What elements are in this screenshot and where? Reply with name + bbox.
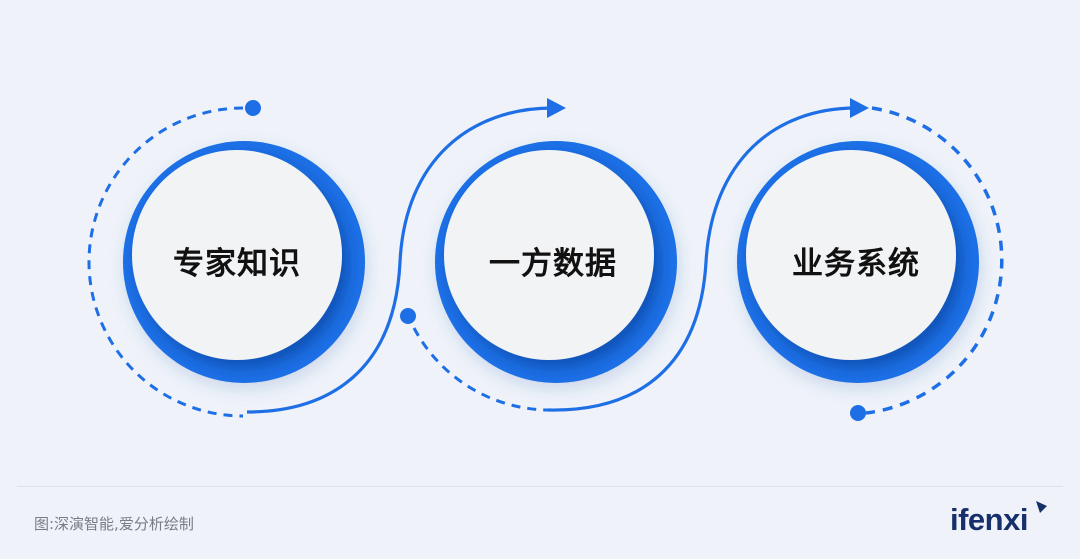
node-2 [435,141,677,383]
node3-dashed-connector [850,106,1004,421]
connector-2-3 [547,98,869,412]
arrow-right-icon [547,98,566,118]
diagram-canvas [87,98,1004,421]
node2-dashed-connector [400,308,549,412]
logo-text: ifenxi [950,502,1028,537]
flow-diagram: 专家知识 一方数据 业务系统 [87,98,1004,421]
node1-connector [87,100,261,418]
dot-icon [400,308,416,324]
node-1 [123,141,365,383]
footer-divider [17,486,1063,487]
connector-1-2 [246,98,566,414]
node-label-business-systems: 业务系统 [792,246,920,282]
ifenxi-logo: ifenxi [950,501,1047,538]
node-label-expert-knowledge: 专家知识 [173,246,301,282]
start-dot-icon [245,100,261,116]
source-caption: 图:深演智能,爱分析绘制 [34,515,194,533]
logo-accent-icon [1036,501,1047,513]
node-label-first-party-data: 一方数据 [489,246,617,282]
end-dot-icon [850,405,866,421]
node-3 [737,141,979,383]
arrow-right-icon [850,98,869,118]
